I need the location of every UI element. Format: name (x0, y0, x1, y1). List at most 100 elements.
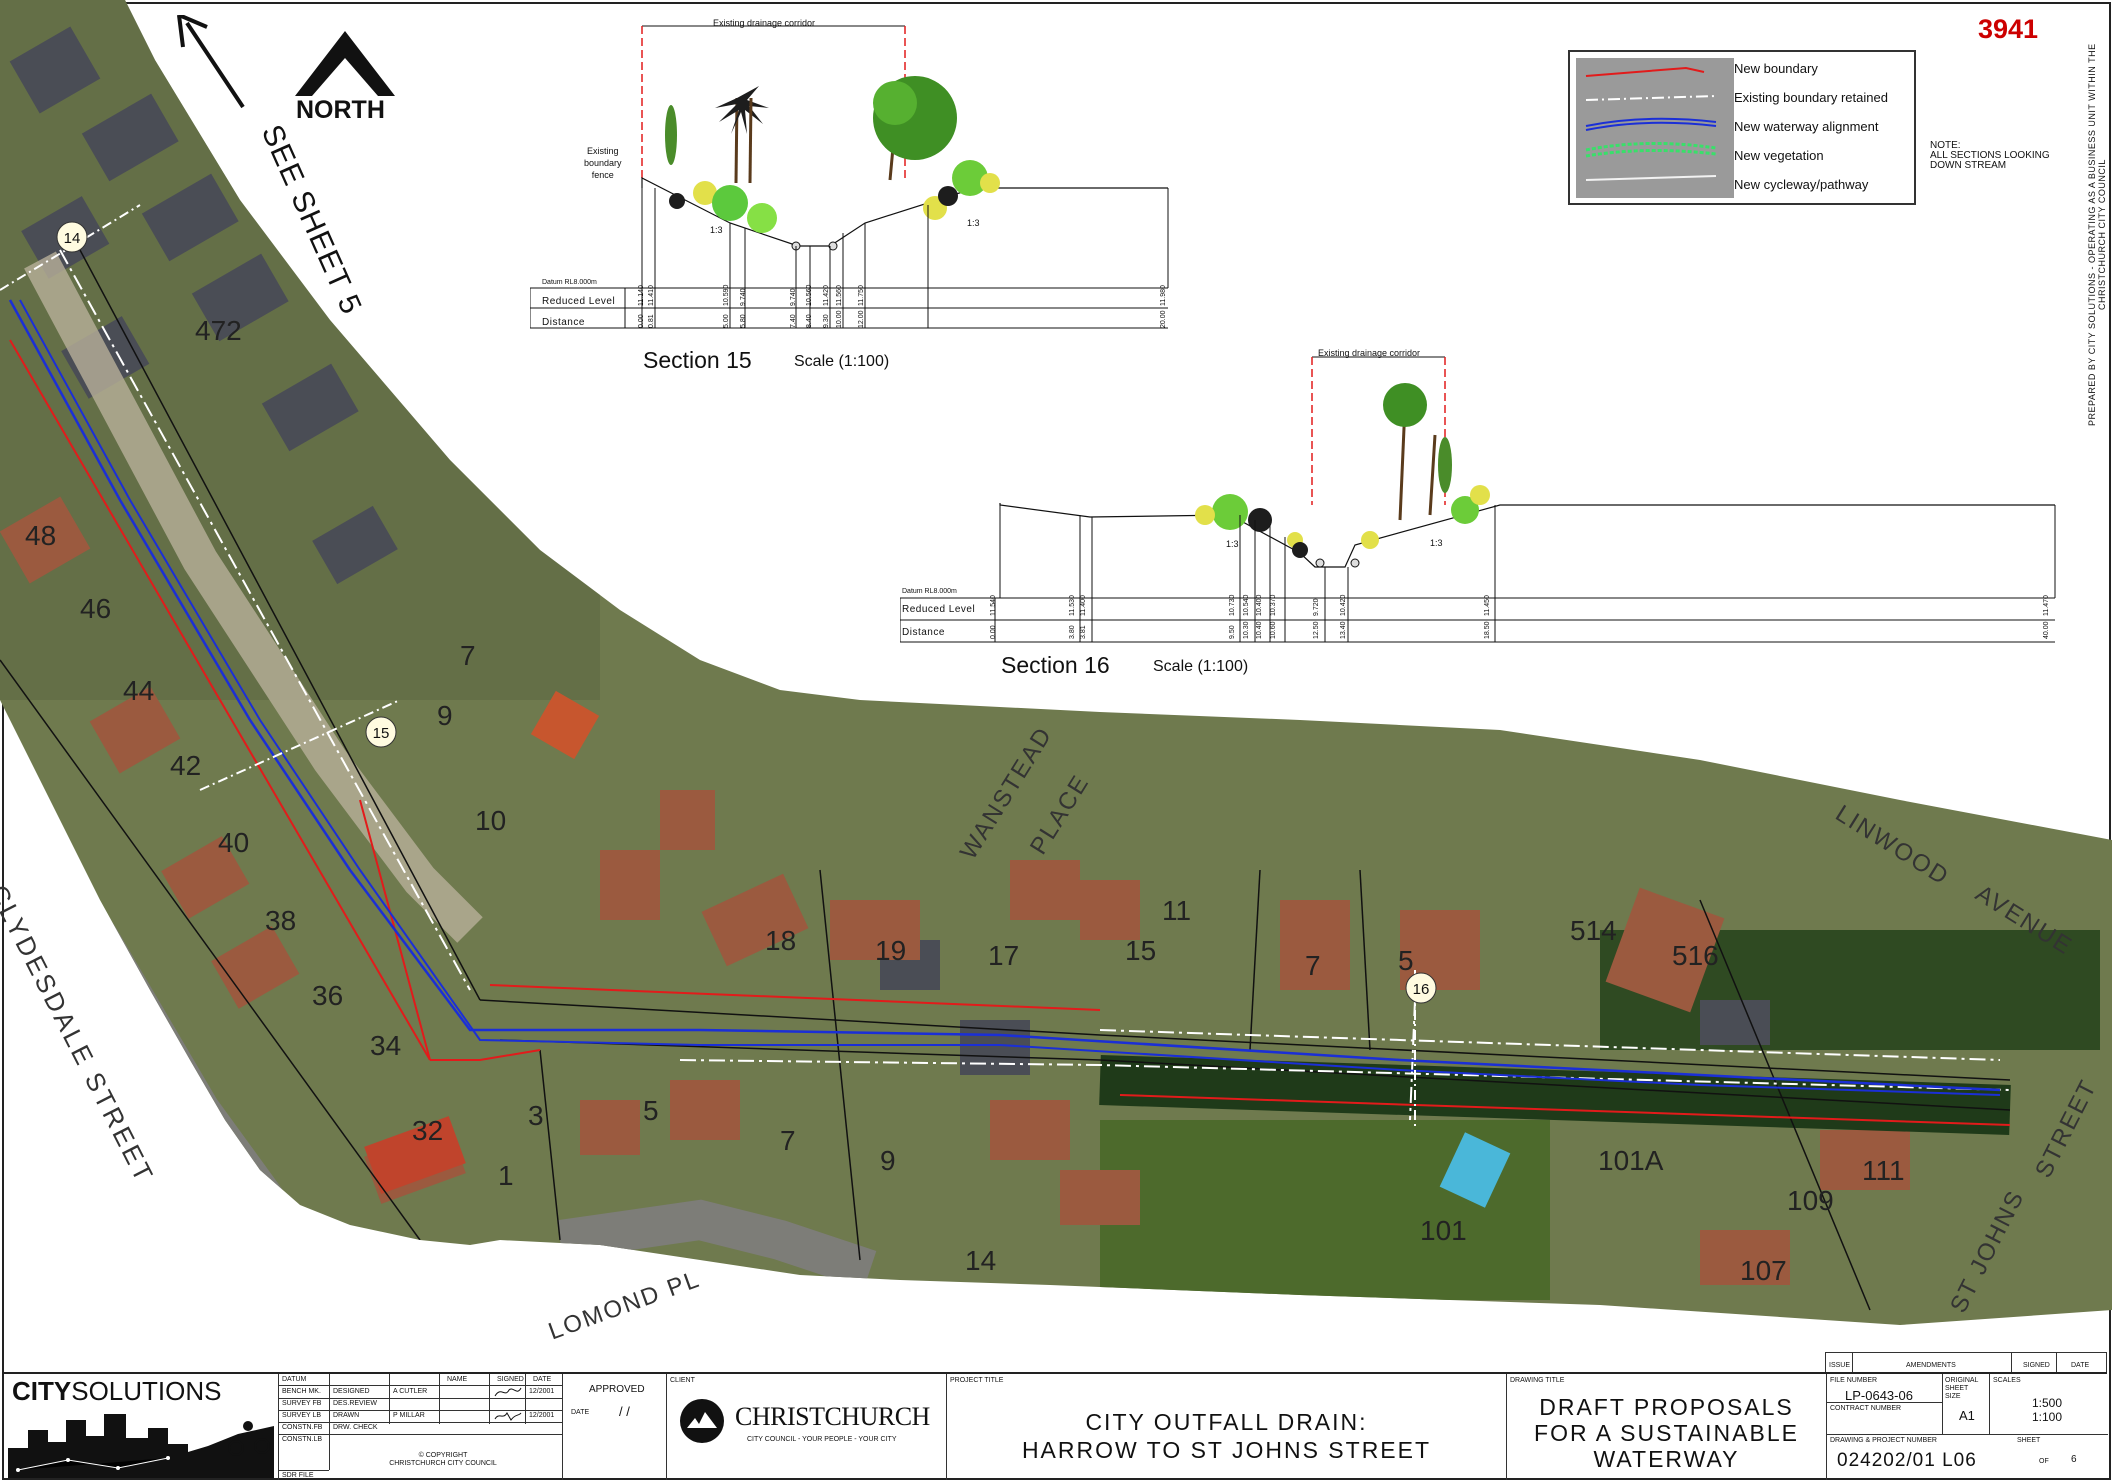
row-date: 12/2001 (529, 1388, 555, 1395)
section-value: 11.420 (823, 285, 830, 306)
section15-slope-left: 1:3 (710, 225, 723, 235)
numbers-block: FILE NUMBER LP-0643-06 CONTRACT NUMBER O… (1826, 1374, 2108, 1480)
signature-icon (494, 1387, 522, 1397)
section16-row-distance: Distance (902, 627, 945, 638)
lot-label: 15 (1125, 935, 1156, 966)
lot-label: 11 (1162, 895, 1191, 926)
city-solutions-logo: CITYSOLUTIONS (4, 1374, 278, 1480)
lot-label: 516 (1672, 940, 1719, 971)
date-header: DATE (533, 1376, 552, 1383)
lot-label: 109 (1787, 1185, 1834, 1216)
section-value: 11.980 (1160, 285, 1167, 306)
approved-date-label: DATE (571, 1409, 590, 1416)
section-value: 0.81 (648, 314, 655, 328)
section16-corridor-label: Existing drainage corridor (1318, 348, 1421, 358)
section-value: 10.00 (836, 310, 843, 328)
section-marker-14: 14 (0, 204, 141, 291)
section-value: 11.750 (858, 285, 865, 306)
sheet-header: SHEET (2017, 1437, 2041, 1444)
section-16-drawing (900, 356, 2056, 643)
section-value: 9.720 (1313, 598, 1320, 616)
section-value: 40.00 (2043, 621, 2050, 639)
approved-block: APPROVED DATE / / (562, 1374, 666, 1480)
section-value: 5.80 (740, 314, 747, 328)
section-value: 8.40 (806, 314, 813, 328)
section-value: 18.50 (1484, 621, 1491, 639)
section-value: 10.30 (1243, 621, 1250, 639)
amendments-header: ISSUE AMENDMENTS SIGNED DATE (1825, 1352, 2107, 1373)
section-value: 10.590 (723, 284, 730, 306)
project-title-line: CITY OUTFALL DRAIN: (1085, 1409, 1368, 1435)
north-arrow-icon (295, 31, 395, 96)
sdr-file-label: SDR FILE (282, 1472, 314, 1479)
row-name: P MILLAR (393, 1412, 425, 1419)
copyright: © COPYRIGHT (418, 1452, 468, 1459)
row-label: SURVEY LB (282, 1412, 322, 1419)
row-date: 12/2001 (529, 1412, 555, 1419)
section15-corridor-label: Existing drainage corridor (713, 18, 816, 28)
lot-label: 5 (1398, 945, 1414, 976)
svg-text:15: 15 (373, 725, 390, 742)
drawing-title-line: WATERWAY (1593, 1446, 1740, 1472)
legend-label: New waterway alignment (1734, 119, 1879, 134)
section15-title: Section 15 (643, 347, 752, 373)
scale-value: 1:500 (2032, 1396, 2063, 1410)
signed-header: SIGNED (497, 1376, 524, 1383)
section-marker-16: 16 (1405, 970, 1437, 1130)
section15-row-distance: Distance (542, 317, 585, 328)
signature-icon (494, 1411, 522, 1421)
note-line: ALL SECTIONS LOOKING (1930, 150, 2050, 161)
lot-label: 10 (475, 805, 506, 836)
file-number: LP-0643-06 (1845, 1388, 1913, 1403)
sheet-of: OF (2039, 1458, 2049, 1465)
section-value: 11.450 (1484, 595, 1491, 616)
section16-datum: Datum RL8.000m (902, 588, 957, 595)
section-value: 13.40 (1340, 621, 1347, 639)
lot-label: 9 (437, 700, 453, 731)
note: NOTE: ALL SECTIONS LOOKING DOWN STREAM (1930, 141, 2050, 171)
row-role: DESIGNED (333, 1388, 370, 1395)
section-value: 10.420 (1340, 594, 1347, 616)
sheet-code: 3941 (1978, 14, 2039, 44)
lot-label: 19 (875, 935, 906, 966)
section15-datum: Datum RL8.000m (542, 279, 597, 286)
legend-label: New boundary (1734, 61, 1818, 76)
section16-slope-left: 1:3 (1226, 539, 1239, 549)
section-value: 0.00 (638, 314, 645, 328)
lot-label: 1 (498, 1160, 514, 1191)
drawing-title-line: DRAFT PROPOSALS (1539, 1394, 1794, 1420)
section-value: 9.30 (823, 314, 830, 328)
drawing-title-block: DRAWING TITLE DRAFT PROPOSALS FOR A SUST… (1506, 1374, 1826, 1480)
lot-label: 34 (370, 1030, 401, 1061)
lot-label: 472 (195, 315, 242, 346)
client-header: CLIENT (670, 1377, 695, 1384)
lot-label: 18 (765, 925, 796, 956)
scale-value: 1:100 (2032, 1410, 2063, 1424)
section-value: 11.540 (990, 595, 997, 616)
fence-label-line: fence (591, 170, 614, 180)
section-value: 10.540 (1243, 594, 1250, 616)
section-value: 9.50 (1229, 625, 1236, 639)
lot-label: 14 (965, 1245, 996, 1276)
lot-label: 101A (1598, 1145, 1664, 1176)
logo-solutions: SOLUTIONS (71, 1376, 222, 1406)
section16-title: Section 16 (1001, 652, 1110, 678)
scales-header: SCALES (1993, 1377, 2021, 1384)
name-header: NAME (447, 1376, 468, 1383)
drawing-header: DRAWING TITLE (1510, 1377, 1565, 1384)
section15-fence-label: Existing boundary fence (584, 145, 622, 181)
section-value: 10.730 (1229, 594, 1236, 616)
issue-header: ISSUE (1829, 1362, 1851, 1369)
signed-header: SIGNED (2023, 1362, 2050, 1369)
fence-label-line: Existing (587, 146, 619, 156)
section-value: 3.80 (1069, 625, 1076, 639)
lot-label: 9 (880, 1145, 896, 1176)
lot-label: 36 (312, 980, 343, 1011)
section-value: 11.530 (1069, 595, 1076, 616)
section15-slope-right: 1:3 (967, 218, 980, 228)
section-value: 0.00 (990, 625, 997, 639)
lot-label: 5 (643, 1095, 659, 1126)
legend-label: Existing boundary retained (1734, 90, 1888, 105)
